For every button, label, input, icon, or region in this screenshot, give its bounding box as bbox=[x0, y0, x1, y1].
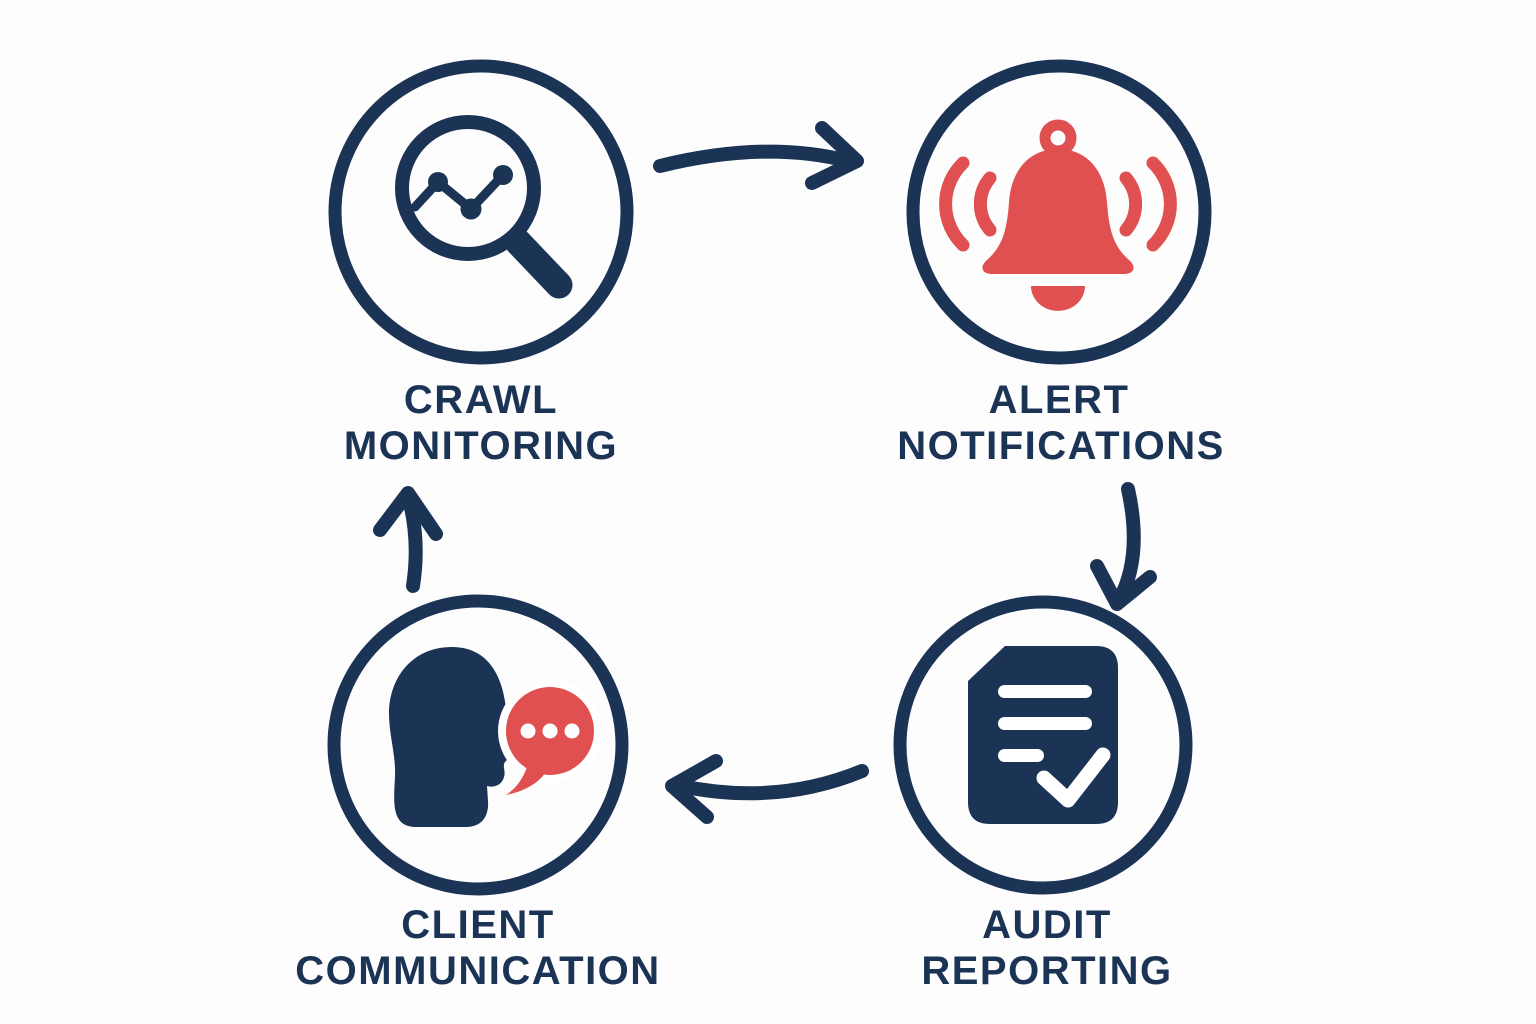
node-label-line1: CRAWL bbox=[404, 378, 558, 422]
node-label-line2: REPORTING bbox=[921, 949, 1172, 993]
magnifier-chart-icon bbox=[395, 115, 573, 299]
checkmark bbox=[1036, 747, 1111, 808]
bubble-dot bbox=[520, 723, 536, 739]
document-text-line bbox=[998, 717, 1092, 730]
sound-wave-left-inner bbox=[973, 171, 997, 237]
node-label-line2: COMMUNICATION bbox=[295, 949, 660, 993]
arrow-head bbox=[665, 754, 723, 824]
head-silhouette bbox=[389, 647, 516, 827]
talking-head-speech-bubble-icon bbox=[389, 647, 602, 827]
node-client-communication: CLIENT COMMUNICATION bbox=[295, 594, 660, 993]
node-audit-reporting: AUDIT REPORTING bbox=[893, 595, 1193, 993]
arrow-shaft bbox=[653, 144, 855, 173]
arrow-head bbox=[1090, 559, 1157, 611]
magnifier-lens bbox=[395, 115, 541, 261]
node-label-line1: CLIENT bbox=[401, 903, 554, 947]
arrow-audit-to-client bbox=[665, 754, 869, 824]
bell-body bbox=[982, 149, 1134, 274]
trend-line bbox=[410, 170, 508, 214]
magnifier-handle bbox=[504, 228, 573, 299]
node-label-line2: NOTIFICATIONS bbox=[897, 424, 1225, 468]
bubble-dot bbox=[564, 723, 580, 739]
node-label-line1: AUDIT bbox=[982, 903, 1112, 947]
arrow-client-to-crawl bbox=[373, 486, 443, 593]
arrow-head bbox=[805, 121, 864, 190]
node-label-line2: MONITORING bbox=[344, 424, 618, 468]
document-text-line bbox=[998, 685, 1092, 698]
sound-wave-right-inner bbox=[1119, 171, 1143, 237]
trend-point bbox=[428, 172, 448, 192]
node-label-line1: ALERT bbox=[989, 378, 1130, 422]
node-crawl-monitoring: CRAWL MONITORING bbox=[328, 59, 634, 468]
trend-point bbox=[493, 165, 513, 185]
sound-wave-right-outer bbox=[1146, 156, 1177, 252]
trend-point bbox=[460, 198, 482, 220]
document-sheet bbox=[968, 646, 1118, 824]
document-text-line-short bbox=[998, 749, 1044, 762]
speech-bubble-tail bbox=[506, 764, 545, 795]
arrow-alert-to-audit bbox=[1090, 482, 1157, 611]
arrow-crawl-to-alert bbox=[653, 121, 864, 190]
bell-clapper bbox=[1031, 286, 1085, 311]
alarm-bell-icon bbox=[939, 119, 1177, 311]
sound-wave-left-outer bbox=[939, 156, 970, 252]
node-alert-notifications: ALERT NOTIFICATIONS bbox=[897, 59, 1225, 468]
document-check-icon bbox=[968, 646, 1118, 824]
arrow-shaft bbox=[674, 764, 869, 801]
arrow-head bbox=[373, 486, 443, 541]
bubble-dot bbox=[542, 723, 558, 739]
